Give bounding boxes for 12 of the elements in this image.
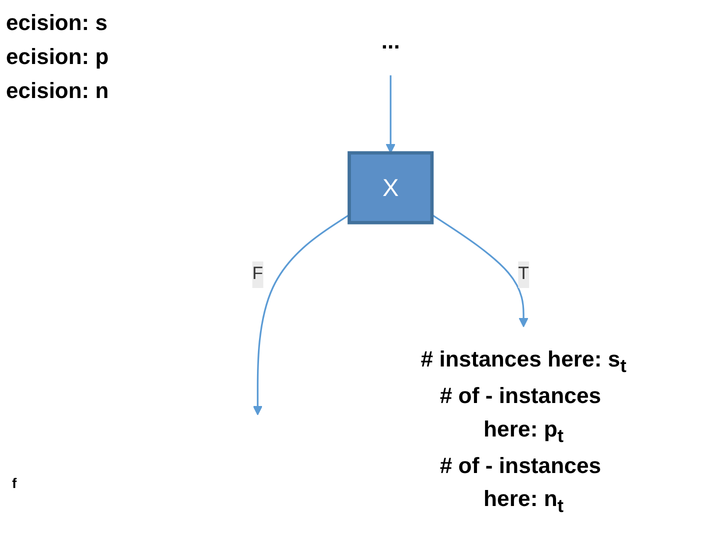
- label-text: ecision: p: [6, 43, 109, 71]
- label-text: f: [12, 474, 17, 493]
- arrow: [386, 75, 396, 154]
- edge-label: F: [252, 264, 264, 284]
- node-box: X: [348, 151, 434, 224]
- arrow: [432, 214, 528, 328]
- label-text: ecision: s: [6, 9, 108, 37]
- arrow: [252, 214, 350, 416]
- node-text: # instances here: s$_{t}$ # of - instances here: p$_{t}$ # of - instances here: n$_{t}$: [420, 348, 626, 516]
- label-text: ecision: n: [6, 77, 109, 105]
- node-text: ...: [381, 30, 400, 54]
- edge-label: T: [518, 264, 529, 284]
